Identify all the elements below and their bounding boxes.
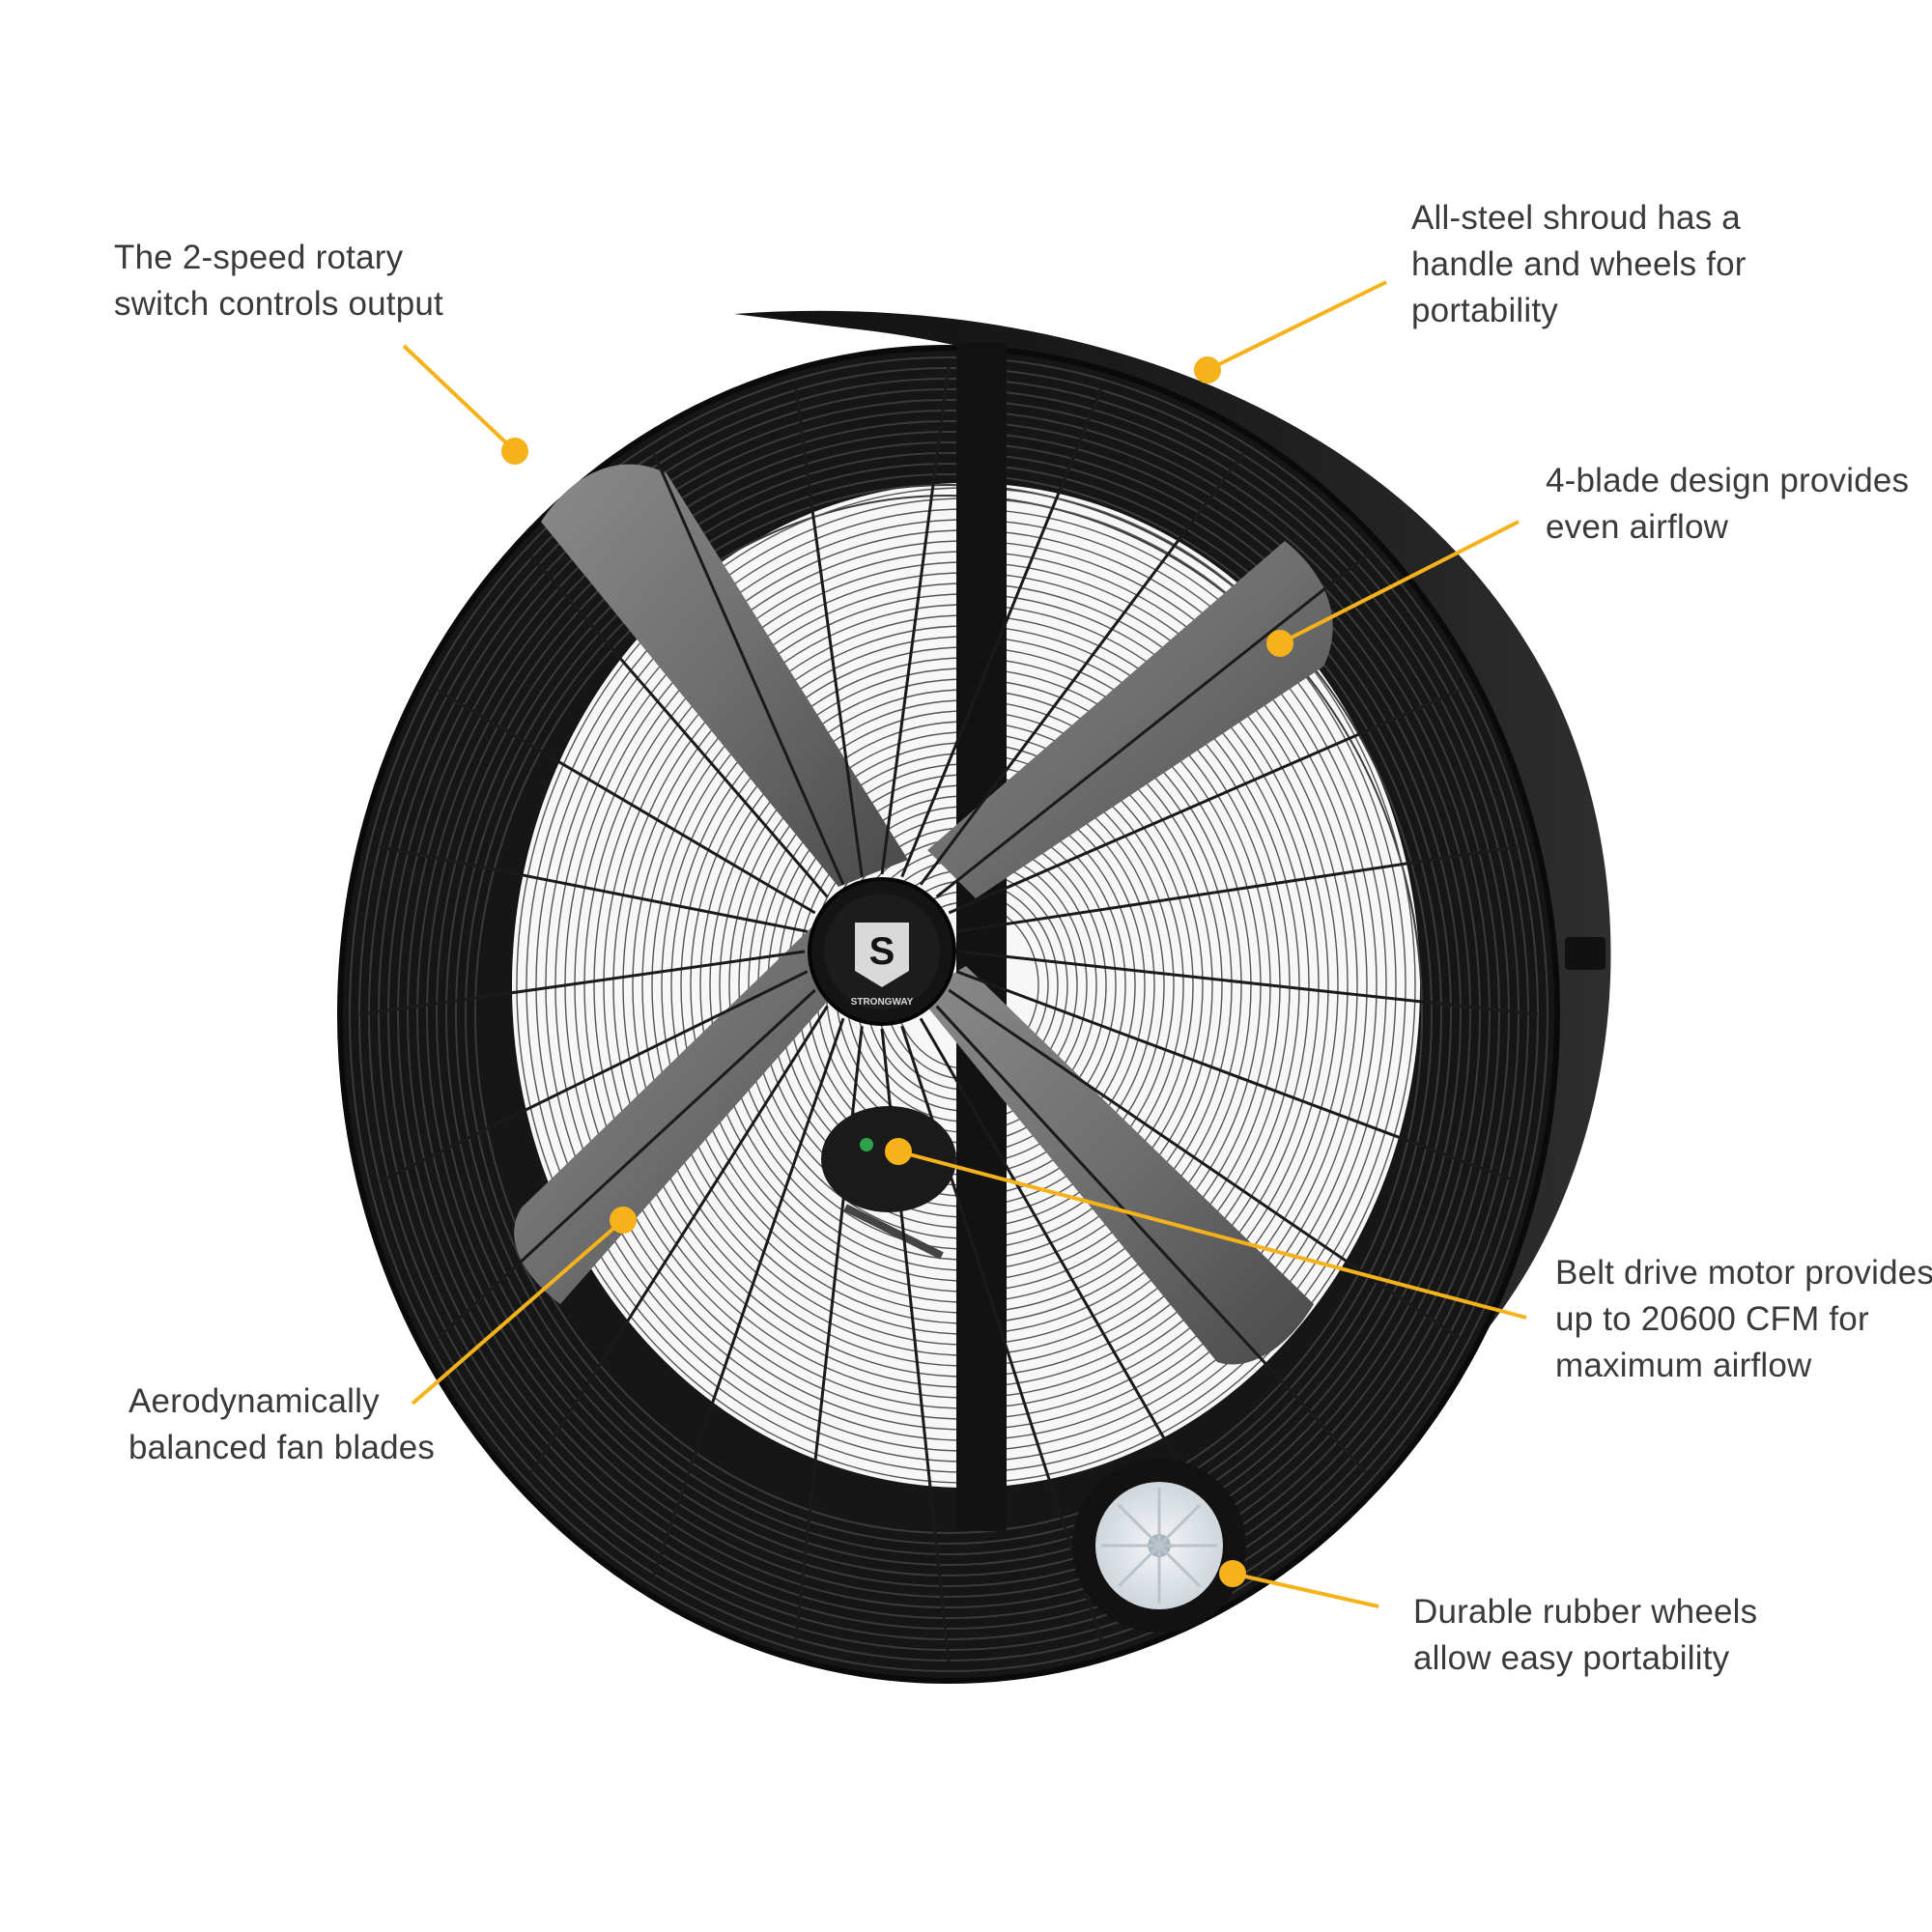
grille-spoke [955, 970, 1519, 1183]
callout-blade-design: 4-blade design provides even airflow [1546, 458, 1909, 551]
center-hub: S STRONGWAY [808, 877, 956, 1026]
dot-shroud [1194, 356, 1221, 384]
grille-spoke [900, 388, 1103, 878]
grille-rim-ring [416, 431, 1481, 1598]
grille-outer-rings [349, 356, 1548, 1672]
callout-leaders [402, 280, 1527, 1608]
dot-motor [885, 1138, 912, 1165]
dot-blade-design [1266, 630, 1293, 657]
front-wheel [1072, 1459, 1246, 1633]
leader-switch [402, 344, 517, 453]
grille-spoke [956, 845, 1519, 933]
leader-blade-design [1279, 520, 1520, 645]
brand-logo-wordmark: STRONGWAY [851, 997, 914, 1008]
grille-spoke [919, 452, 1245, 886]
fan-blade-lower-right [918, 966, 1314, 1365]
brand-logo-letter: S [869, 930, 895, 973]
callout-blade-design-line1: 4-blade design provides [1546, 462, 1910, 499]
brand-logo-shield [855, 923, 909, 987]
grille-spoke [379, 845, 809, 933]
grille-spoke [794, 1026, 864, 1640]
callout-switch-line2: switch controls output [114, 285, 443, 323]
callout-blade-design-line2: even airflow [1546, 508, 1729, 546]
grille-spoke [379, 970, 809, 1183]
leader-balanced [411, 1218, 625, 1406]
grille-spoke [530, 555, 829, 898]
grille-rim-ring [407, 420, 1491, 1608]
grille-rim-ring [387, 399, 1510, 1630]
callout-motor-line1: Belt drive motor provides [1555, 1254, 1932, 1292]
grille-spoke [794, 388, 864, 877]
fan-blade-lower-left [514, 927, 850, 1304]
grille-rim-ring [436, 452, 1462, 1577]
fan-blade-upper-right [927, 541, 1333, 898]
grille-spoke [880, 366, 951, 875]
callout-balanced-line2: balanced fan blades [128, 1429, 436, 1466]
grille-rim-ring [465, 484, 1433, 1545]
leader-motor [897, 1150, 1527, 1320]
callout-motor: Belt drive motor provides up to 20600 CF… [1555, 1250, 1932, 1389]
grille-rim-ring [445, 463, 1452, 1566]
grille-spoke [900, 1025, 1103, 1640]
grille-rim-ring [474, 495, 1423, 1534]
grille-spoke [935, 1005, 1367, 1473]
fan-blade-upper-left [541, 464, 908, 887]
grille-spoke [958, 950, 1539, 1016]
support-post [956, 343, 1007, 1531]
leader-shroud [1207, 280, 1387, 372]
callout-motor-line2: up to 20600 CFM for [1555, 1300, 1869, 1338]
grille-spoke [935, 555, 1367, 898]
grille-spoke [437, 689, 816, 915]
grille-spoke [437, 988, 816, 1340]
callout-shroud-line2: handle and wheels for [1411, 245, 1747, 283]
grille-spoke [948, 689, 1460, 915]
grille-rim-ring [397, 410, 1500, 1619]
grille-spoke [358, 950, 806, 1016]
callout-motor-line3: maximum airflow [1555, 1347, 1812, 1384]
carry-handle [1565, 937, 1605, 970]
grille-spoke [948, 988, 1461, 1340]
callout-balanced: Aerodynamically balanced fan blades [128, 1378, 435, 1471]
grille-rim-ring [378, 388, 1520, 1640]
grille-spoke [880, 1028, 951, 1662]
callout-balanced-line1: Aerodynamically [128, 1382, 380, 1420]
callout-wheels: Durable rubber wheels allow easy portabi… [1413, 1589, 1757, 1682]
leader-wheels [1232, 1572, 1379, 1608]
dot-switch [501, 438, 528, 465]
grille-spoke [652, 1017, 845, 1576]
callout-wheels-line1: Durable rubber wheels [1413, 1593, 1758, 1631]
callout-switch-line1: The 2-speed rotary [114, 239, 404, 276]
grille-rim-ring [349, 356, 1548, 1672]
callout-wheels-line2: allow easy portability [1413, 1639, 1730, 1677]
callout-switch: The 2-speed rotary switch controls outpu… [114, 235, 443, 327]
callout-shroud-line1: All-steel shroud has a [1411, 199, 1741, 237]
grille-spokes [358, 366, 1539, 1662]
callout-shroud-line3: portability [1411, 292, 1558, 329]
grille-rim-ring [426, 441, 1471, 1587]
grille-spoke [530, 1005, 829, 1473]
fan-blades [514, 464, 1333, 1365]
dot-wheels [1219, 1560, 1246, 1587]
grille-spoke [652, 453, 845, 886]
grille-rim-ring [455, 473, 1442, 1555]
dot-balanced [610, 1207, 637, 1234]
callout-shroud: All-steel shroud has a handle and wheels… [1411, 195, 1747, 334]
